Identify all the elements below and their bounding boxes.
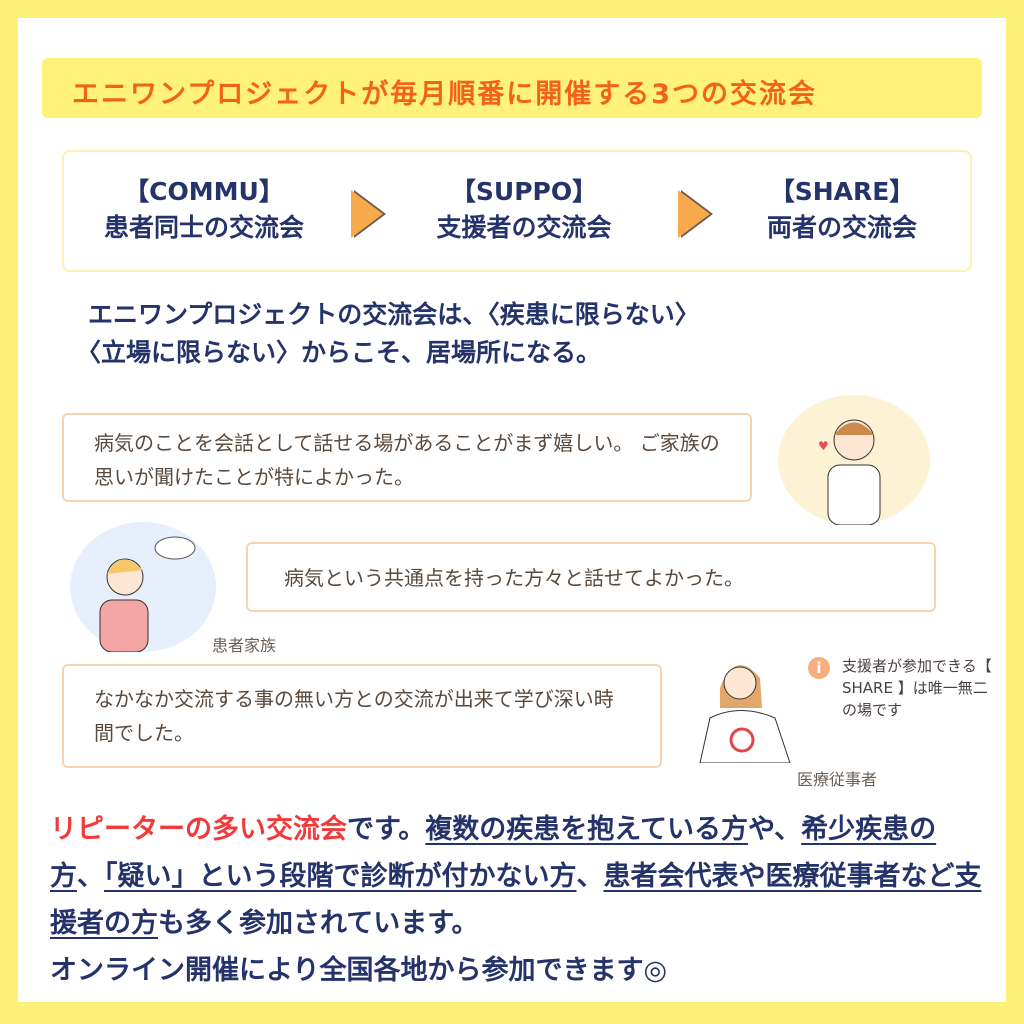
role-label: 医療従事者	[797, 770, 878, 789]
arrow-right-icon	[351, 190, 383, 238]
step-tag: 【SHARE】	[769, 177, 915, 206]
text: も多く参加されています。	[158, 908, 479, 939]
lead-text: エニワンプロジェクトの交流会は、〈疾患に限らない〉 〈立場に限らない〉からこそ、…	[76, 296, 700, 372]
doctor-avatar-icon	[699, 665, 791, 764]
info-icon: i	[808, 657, 830, 679]
lead-line: 〈立場に限らない〉からこそ、居場所になる。	[76, 338, 602, 367]
step-commu: 【COMMU】患者同士の交流会	[74, 174, 334, 246]
highlight-text: リピーターの多い交流会	[50, 814, 347, 845]
underlined-text: 希少疾患の方	[50, 814, 937, 892]
arrow-right-icon	[678, 190, 710, 238]
step-label: 患者同士の交流会	[103, 213, 304, 242]
lead-line: エニワンプロジェクトの交流会は、〈疾患に限らない〉	[88, 300, 700, 329]
step-share: 【SHARE】両者の交流会	[712, 174, 972, 246]
step-suppo: 【SUPPO】支援者の交流会	[394, 174, 654, 246]
online-note: オンライン開催により全国各地から参加できます◎	[50, 955, 668, 986]
text: や、	[747, 814, 802, 845]
underlined-text: 患者会代表や医療従事者など支援者の方	[50, 861, 982, 939]
svg-text:♥: ♥	[818, 439, 829, 453]
step-label: 支援者の交流会	[436, 213, 612, 242]
testimonial-3: なかなか交流する事の無い方との交流が出来て学び深い時間でした。	[62, 664, 662, 768]
underlined-text: 「疑い」という段階で診断が付かない方	[104, 861, 577, 892]
page-title: エニワンプロジェクトが毎月順番に開催する3つの交流会	[42, 58, 982, 118]
step-tag: 【SUPPO】	[450, 177, 598, 206]
info-note: 支援者が参加できる【 SHARE 】は唯一無二の場です	[842, 657, 992, 719]
woman-avatar-icon	[99, 536, 196, 653]
summary-text: リピーターの多い交流会です。複数の疾患を抱えている方や、希少疾患の方、「疑い」と…	[50, 806, 990, 994]
testimonial-2: 病気という共通点を持った方々と話せてよかった。	[246, 542, 936, 612]
man-avatar-icon: ♥	[818, 419, 881, 526]
testimonial-1: 病気のことを会話として話せる場があることがまず嬉しい。 ご家族の思いが聞けたこと…	[62, 413, 752, 502]
step-label: 両者の交流会	[766, 213, 917, 242]
text: です。	[347, 814, 426, 845]
man-illustration: ♥	[778, 395, 930, 526]
step-tag: 【COMMU】	[124, 177, 284, 206]
event-flow: 【COMMU】患者同士の交流会 【SUPPO】支援者の交流会 【SHARE】両者…	[62, 150, 972, 272]
text: 、	[77, 861, 104, 892]
text: 、	[576, 861, 604, 892]
role-label: 患者家族	[212, 636, 277, 655]
underlined-text: 複数の疾患を抱えている方	[425, 814, 748, 845]
doctor-illustration	[690, 648, 800, 764]
woman-illustration	[70, 522, 216, 653]
